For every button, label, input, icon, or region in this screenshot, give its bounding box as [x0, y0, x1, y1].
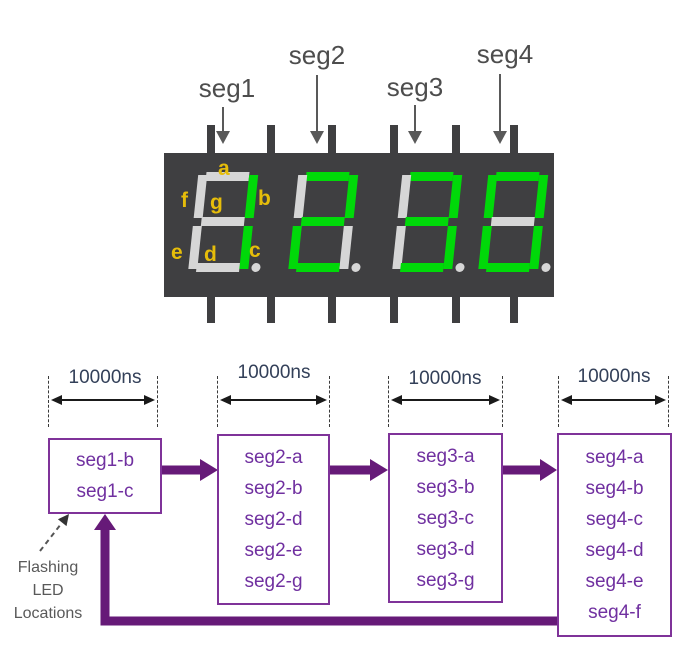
flow-item: seg4-b	[585, 478, 644, 499]
segment-g-on	[300, 217, 345, 226]
flow-item: seg3-c	[416, 507, 474, 529]
timing-dash	[502, 376, 503, 427]
segment-letter-g: g	[210, 191, 223, 214]
segment-letter-d: d	[204, 243, 217, 266]
display-pin	[328, 125, 336, 153]
display-pin	[267, 125, 275, 153]
display-pin	[452, 297, 460, 323]
flow-item: seg1-c	[76, 481, 134, 502]
flow-item: seg4-e	[585, 571, 644, 592]
segment-letter-b: b	[258, 187, 271, 210]
annotation-line: Locations	[13, 605, 83, 622]
flow-item: seg1-b	[75, 450, 135, 471]
timing-dash	[558, 376, 559, 427]
flow-arrow-3-to-4	[503, 459, 557, 481]
flow-item: seg2-g	[244, 571, 303, 592]
flow-item: seg3-d	[416, 538, 475, 560]
timing-dash	[217, 376, 218, 427]
segment-g-off	[490, 217, 535, 226]
segment-d-on	[400, 263, 444, 272]
interval-label-seg1: 10000ns	[68, 367, 142, 388]
seg4-pointer-arrow	[493, 74, 507, 144]
annotation-line: LED	[32, 582, 64, 599]
display-pin	[207, 297, 215, 323]
timing-dash	[157, 376, 158, 427]
display-pin	[207, 125, 215, 153]
timing-dash	[388, 376, 389, 427]
timing-arrow-seg4	[561, 395, 666, 405]
digit-seg1	[188, 172, 261, 272]
segment-g-on	[404, 217, 449, 226]
timing-arrow-seg1	[51, 395, 155, 405]
segment-d-off	[196, 263, 240, 272]
seg1-label: seg1	[198, 73, 256, 103]
seg3-label: seg3	[386, 72, 444, 102]
seg4-label: seg4	[476, 39, 534, 69]
flow-item: seg4-d	[585, 540, 644, 561]
flow-item: seg3-g	[416, 569, 475, 591]
flow-box-seg3: seg3-a seg3-b seg3-c seg3-d seg3-g	[388, 433, 503, 603]
flow-item: seg2-e	[244, 540, 303, 561]
display-pin	[267, 297, 275, 323]
seg2-label: seg2	[288, 40, 346, 70]
interval-label-seg2: 10000ns	[237, 362, 311, 383]
flow-item: seg2-b	[244, 478, 303, 499]
flashing-led-annotation: Flashing LED Locations	[6, 556, 90, 625]
flow-box-seg1: seg1-b seg1-c	[48, 438, 162, 514]
timing-arrow-seg2	[220, 395, 327, 405]
display-pin	[452, 125, 460, 153]
flow-item: seg4-f	[588, 602, 641, 623]
display-pin	[390, 125, 398, 153]
digit-seg2	[288, 172, 361, 272]
interval-label-seg4: 10000ns	[577, 366, 651, 387]
digit-seg3	[392, 172, 465, 272]
segment-letter-a: a	[218, 157, 230, 180]
seg3-pointer-arrow	[408, 105, 422, 144]
flow-box-seg2: seg2-a seg2-b seg2-d seg2-e seg2-g	[217, 434, 330, 605]
flow-arrow-2-to-3	[330, 459, 388, 481]
segment-a-on	[495, 172, 540, 181]
seg2-pointer-arrow	[310, 75, 324, 144]
flow-item: seg4-c	[585, 509, 643, 530]
timing-dash	[48, 376, 49, 427]
timing-arrow-seg3	[391, 395, 500, 405]
flow-item: seg4-a	[585, 447, 644, 468]
display-pin	[510, 125, 518, 153]
interval-label-seg3: 10000ns	[408, 368, 482, 389]
display-pin	[390, 297, 398, 323]
segment-a-on	[409, 172, 454, 181]
segment-letter-e: e	[171, 241, 183, 264]
seg1-pointer-arrow	[216, 107, 230, 144]
annotation-arrow	[39, 514, 69, 552]
timing-dash	[329, 376, 330, 427]
flow-item: seg3-b	[416, 476, 475, 498]
digit-seg4	[478, 172, 551, 272]
segment-a-on	[305, 172, 350, 181]
timing-dash	[668, 376, 669, 427]
segment-g-off	[200, 217, 245, 226]
display-pin	[510, 297, 518, 323]
segment-letter-c: c	[249, 239, 261, 262]
flow-arrow-1-to-2	[162, 459, 218, 481]
flow-item: seg3-a	[416, 445, 475, 467]
annotation-line: Flashing	[17, 559, 79, 576]
flow-box-seg4: seg4-a seg4-b seg4-c seg4-d seg4-e seg4-f	[557, 433, 672, 637]
flow-item: seg2-d	[244, 509, 303, 530]
segment-d-on	[486, 263, 530, 272]
flow-item: seg2-a	[244, 447, 303, 468]
display-pin	[328, 297, 336, 323]
segment-d-on	[296, 263, 340, 272]
segment-letter-f: f	[181, 189, 188, 212]
